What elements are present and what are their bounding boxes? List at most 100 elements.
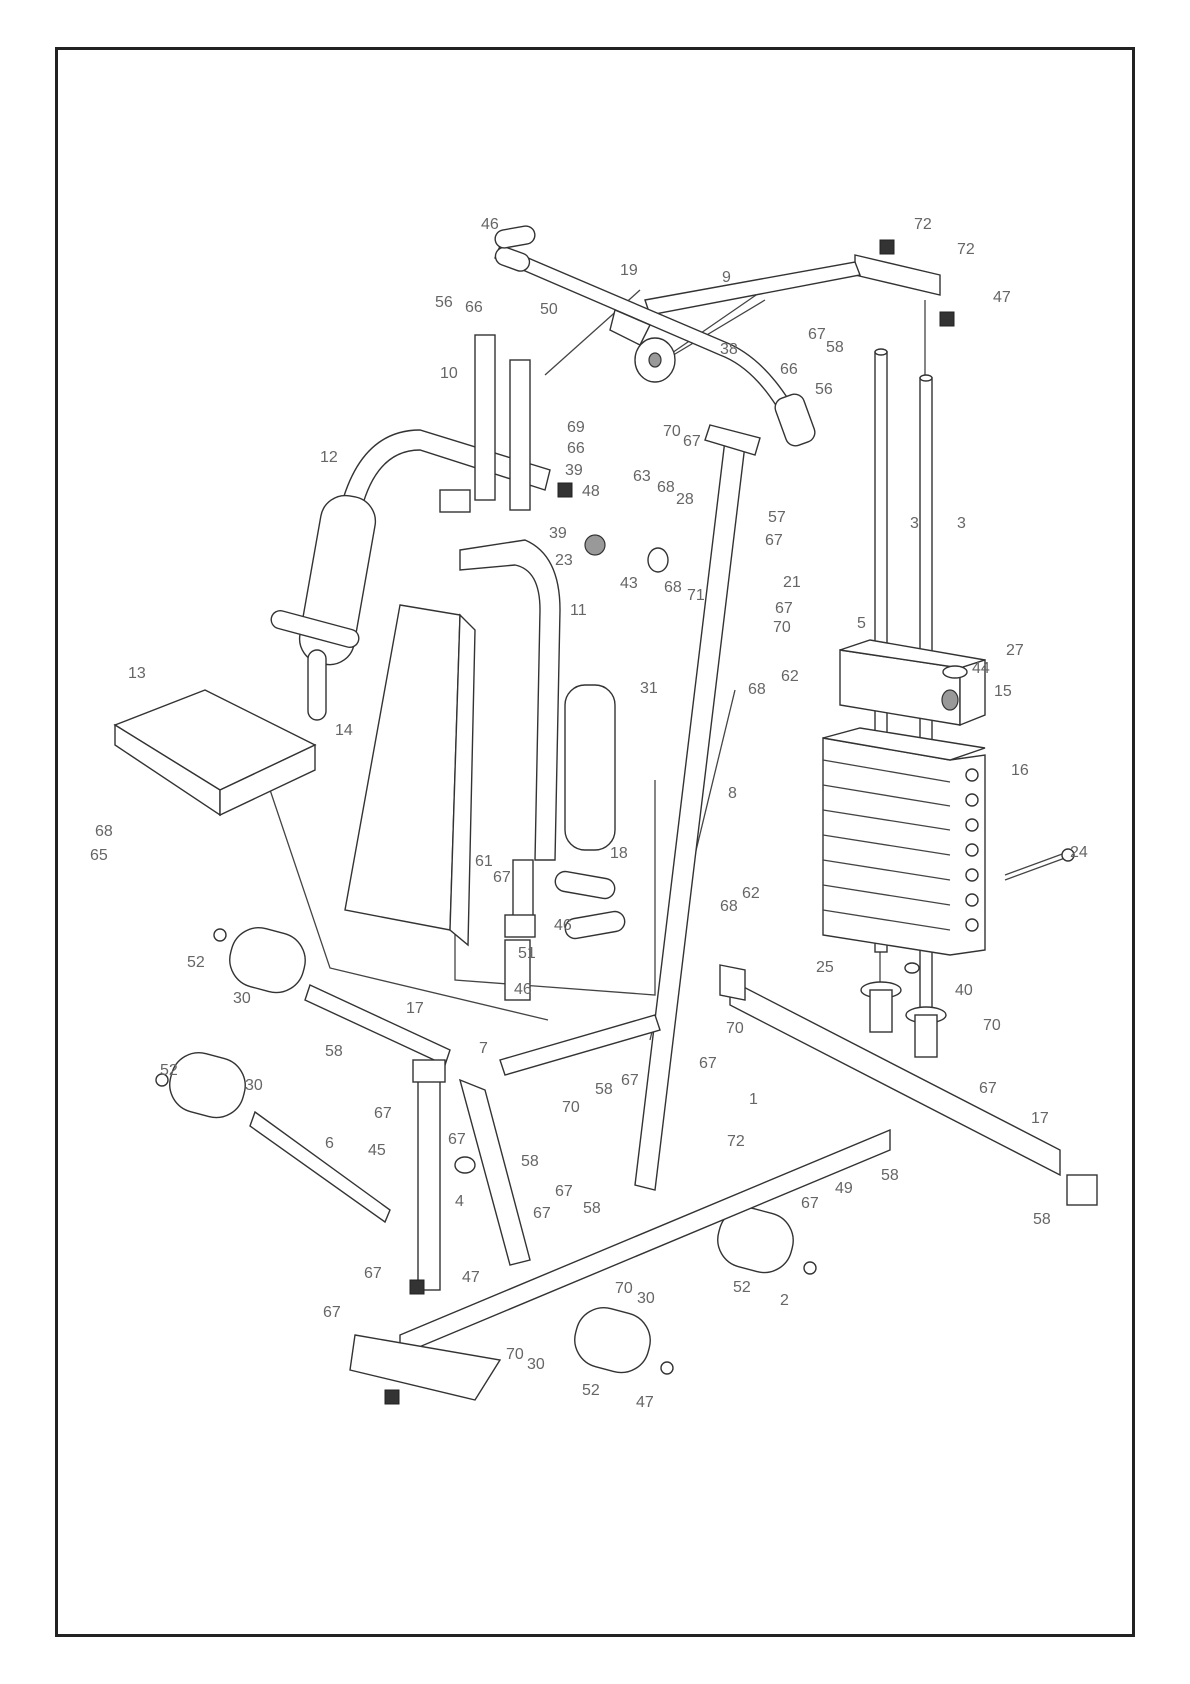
part-label: 68 [657,479,675,496]
part-label: 56 [815,381,833,398]
part-label: 4 [455,1193,464,1210]
part-label: 25 [816,959,834,976]
part-label: 70 [983,1017,1001,1034]
part-label: 67 [364,1265,382,1282]
part-label: 68 [95,823,113,840]
part-label: 58 [826,339,844,356]
part-label: 57 [768,509,786,526]
shroud-tube [565,685,615,850]
part-label: 67 [493,869,511,886]
part-label: 14 [335,722,353,739]
part-label: 67 [808,326,826,343]
part-label: 58 [1033,1211,1051,1228]
part-label: 68 [720,898,738,915]
leg-frame [460,1080,530,1265]
part-label: 30 [527,1356,545,1373]
part-label: 51 [518,945,536,962]
part-label: 49 [835,1180,853,1197]
part-label: 17 [1031,1110,1049,1127]
part-label: 72 [914,216,932,233]
part-label: 8 [728,785,737,802]
part-label: 70 [615,1280,633,1297]
part-label: 69 [567,419,585,436]
part-label: 70 [773,619,791,636]
part-label: 5 [857,615,866,632]
part-label: 43 [620,575,638,592]
part-label: 7 [479,1040,488,1057]
part-label: 70 [726,1020,744,1037]
part-label: 30 [233,990,251,1007]
part-label: 58 [521,1153,539,1170]
part-label: 47 [993,289,1011,306]
part-label: 24 [1070,844,1088,861]
part-label: 63 [633,468,651,485]
part-label: 40 [955,982,973,999]
part-label: 68 [748,681,766,698]
part-label: 39 [565,462,583,479]
part-label: 67 [323,1304,341,1321]
part-label: 67 [683,433,701,450]
part-label: 18 [610,845,628,862]
part-label: 70 [562,1099,580,1116]
base-frame-rear [720,965,1097,1205]
weight-pin [1005,849,1074,880]
part-label: 31 [640,680,658,697]
part-label: 3 [910,515,919,532]
part-label: 11 [570,602,587,619]
part-label: 56 [435,294,453,311]
part-label: 67 [555,1183,573,1200]
part-label: 62 [742,885,760,902]
part-label: 66 [567,440,585,457]
part-label: 67 [801,1195,819,1212]
part-label: 67 [621,1072,639,1089]
main-upright [635,425,760,1190]
part-label: 16 [1011,762,1029,779]
part-label: 67 [448,1131,466,1148]
part-label: 65 [90,847,108,864]
press-arm-upright [475,335,530,510]
part-label: 45 [368,1142,386,1159]
part-label: 9 [722,269,731,286]
weight-stack [823,728,985,955]
part-label: 50 [540,301,558,318]
part-label: 47 [636,1394,654,1411]
part-label: 67 [979,1080,997,1097]
part-label: 48 [582,483,600,500]
part-label: 67 [374,1105,392,1122]
part-label: 19 [620,262,638,279]
part-label: 72 [957,241,975,258]
part-label: 27 [1006,642,1024,659]
part-label: 30 [637,1290,655,1307]
part-label: 23 [555,552,573,569]
part-label: 15 [994,683,1012,700]
part-label: 58 [325,1043,343,1060]
part-label: 2 [780,1292,789,1309]
part-label: 52 [733,1279,751,1296]
seat-pad [115,690,315,815]
part-label: 39 [549,525,567,542]
part-label: 47 [462,1269,480,1286]
part-label: 58 [583,1200,601,1217]
part-label: 28 [676,491,694,508]
part-label: 67 [765,532,783,549]
part-label: 62 [781,668,799,685]
part-label: 58 [881,1167,899,1184]
part-label: 17 [406,1000,424,1017]
part-label: 67 [533,1205,551,1222]
part-label: 58 [595,1081,613,1098]
part-label: 21 [783,574,801,591]
part-label: 10 [440,365,458,382]
part-label: 68 [664,579,682,596]
part-label: 3 [957,515,966,532]
part-label: 66 [780,361,798,378]
part-label: 52 [187,954,205,971]
cross-bar [500,1015,660,1075]
part-label: 44 [972,660,990,677]
part-label: 13 [128,665,146,682]
bumpers [861,982,946,1057]
part-label: 67 [699,1055,717,1072]
part-label: 70 [663,423,681,440]
part-label: 46 [514,981,532,998]
part-label: 46 [554,917,572,934]
